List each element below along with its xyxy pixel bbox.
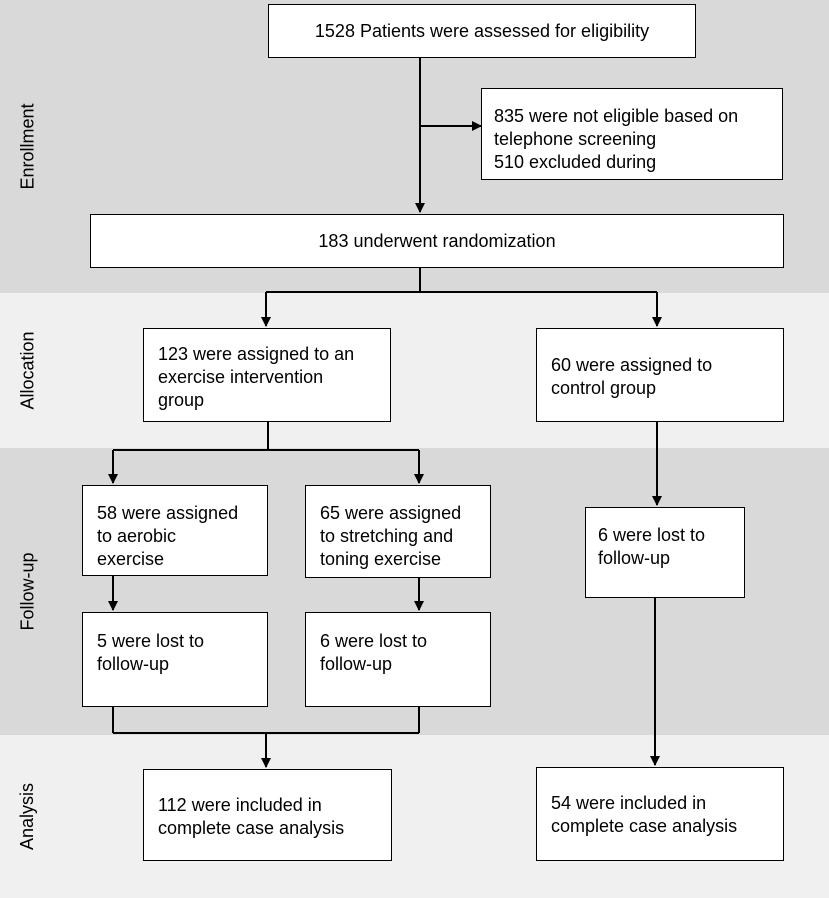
box-stretching: 65 were assigned to stretching and tonin… xyxy=(305,485,491,578)
box-control-lost-text: 6 were lost to follow-up xyxy=(598,525,706,568)
box-control-analysis: 54 were included in complete case analys… xyxy=(536,767,784,861)
box-randomized-text: 183 underwent randomization xyxy=(318,230,556,251)
box-control-group: 60 were assigned to control group xyxy=(536,328,784,422)
box-excluded-text: 835 were not eligible based on telephone… xyxy=(494,106,739,172)
box-exercise-group-text: 123 were assigned to an exercise interve… xyxy=(158,344,355,410)
box-aerobic-lost-text: 5 were lost to follow-up xyxy=(97,631,205,674)
box-excluded: 835 were not eligible based on telephone… xyxy=(481,88,783,180)
box-exercise-analysis: 112 were included in complete case analy… xyxy=(143,769,392,861)
box-control-group-text: 60 were assigned to control group xyxy=(551,355,713,398)
box-aerobic-text: 58 were assigned to aerobic exercise xyxy=(97,503,239,569)
box-randomized: 183 underwent randomization xyxy=(90,214,784,268)
box-aerobic-lost: 5 were lost to follow-up xyxy=(82,612,268,707)
box-stretching-lost: 6 were lost to follow-up xyxy=(305,612,491,707)
box-exercise-analysis-text: 112 were included in complete case analy… xyxy=(158,795,345,838)
box-assessed: 1528 Patients were assessed for eligibil… xyxy=(268,4,696,58)
box-control-analysis-text: 54 were included in complete case analys… xyxy=(551,793,738,836)
box-aerobic: 58 were assigned to aerobic exercise xyxy=(82,485,268,576)
box-control-lost: 6 were lost to follow-up xyxy=(585,507,745,598)
box-assessed-text: 1528 Patients were assessed for eligibil… xyxy=(314,20,650,41)
box-stretching-lost-text: 6 were lost to follow-up xyxy=(320,631,428,674)
box-stretching-text: 65 were assigned to stretching and tonin… xyxy=(320,503,462,569)
box-exercise-group: 123 were assigned to an exercise interve… xyxy=(143,328,391,422)
